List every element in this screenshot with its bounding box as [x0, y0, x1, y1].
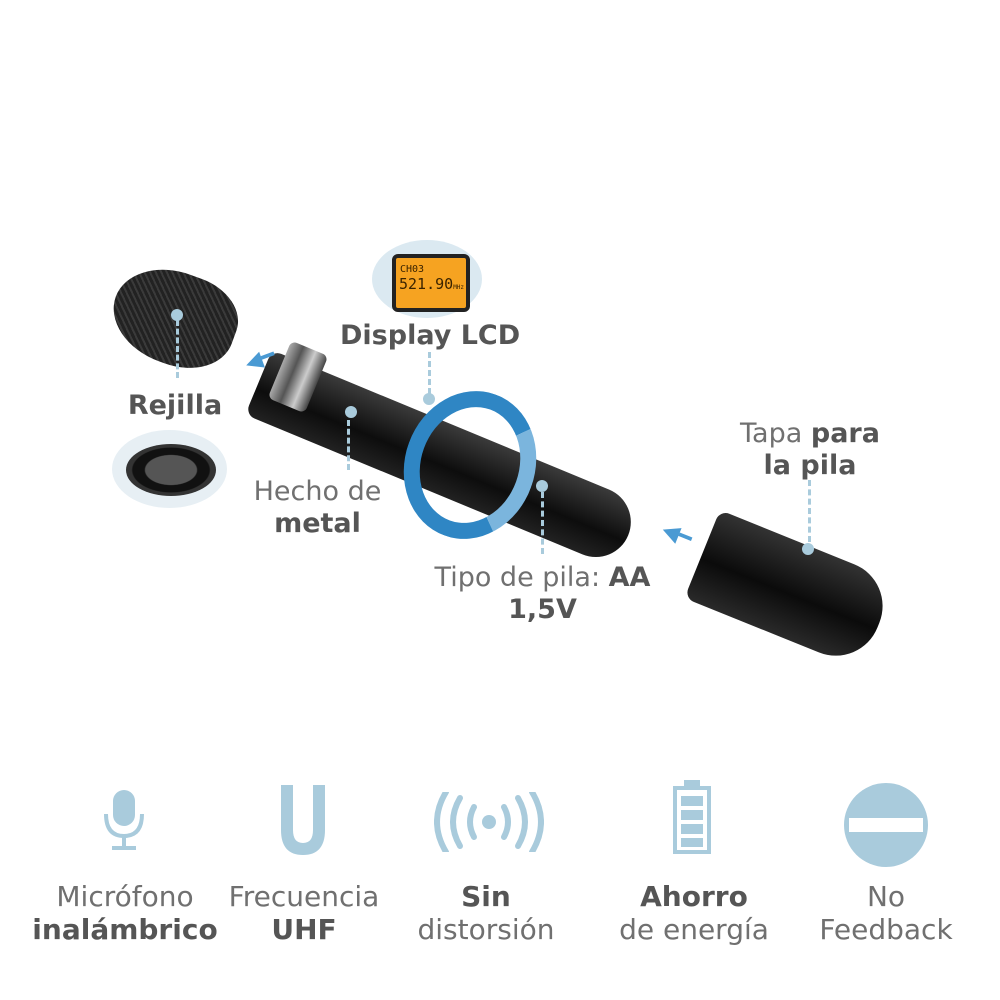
grille-ring — [126, 444, 216, 496]
lcd-frequency: 521.90 — [399, 275, 454, 293]
callout-line — [347, 420, 350, 470]
label-display-lcd: Display LCD — [340, 320, 521, 351]
uhf-u-icon — [281, 785, 325, 855]
no-entry-icon — [844, 783, 928, 867]
lcd-unit: MHz — [453, 284, 465, 291]
callout-line — [808, 480, 811, 542]
callout-dot — [423, 393, 435, 405]
callout-dot — [802, 543, 814, 555]
callout-dot — [171, 309, 183, 321]
arrow-left-icon: ◀━ — [658, 517, 696, 552]
callout-dot — [536, 480, 548, 492]
microphone-icon — [104, 790, 144, 850]
label-grille: Rejilla — [127, 390, 223, 421]
battery-cap-image — [684, 510, 897, 670]
callout-dot — [345, 406, 357, 418]
callout-line — [176, 320, 179, 378]
callout-line — [428, 352, 431, 394]
callout-line — [541, 492, 544, 554]
battery-icon — [673, 780, 711, 854]
lcd-screen: CH03 521.90MHz — [392, 254, 470, 312]
signal-waves-icon — [434, 792, 544, 852]
lcd-channel: CH03 — [400, 264, 425, 275]
